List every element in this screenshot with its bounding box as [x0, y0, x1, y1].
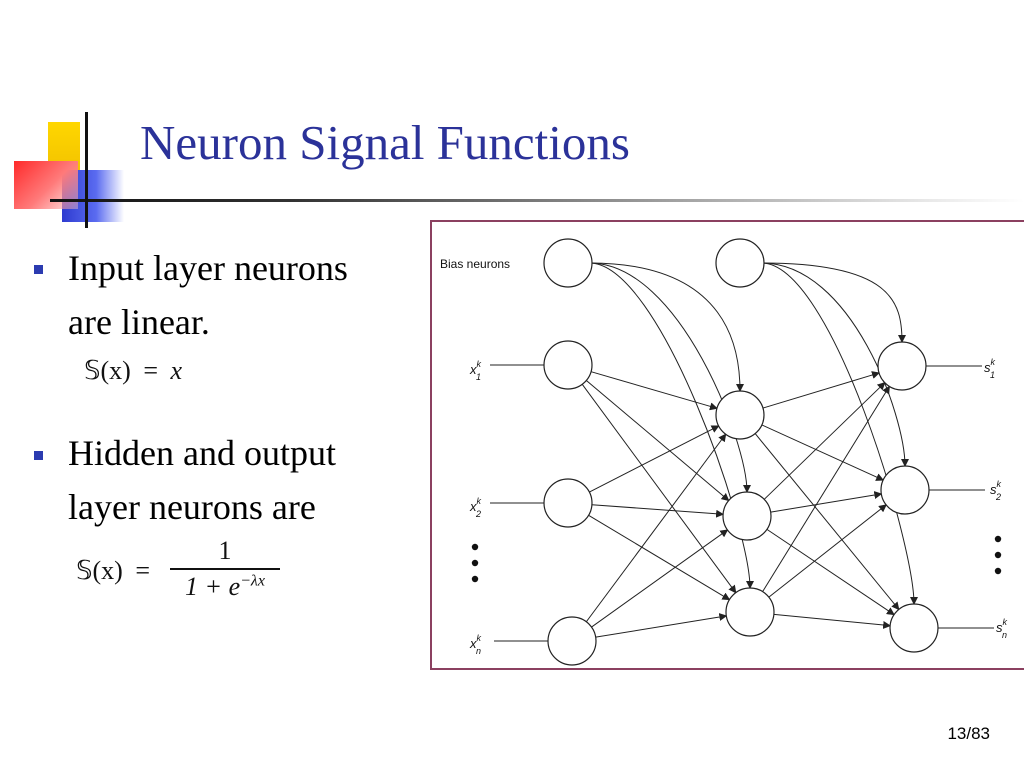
bullet-marker [34, 451, 43, 460]
ellipsis-dot [471, 559, 479, 567]
connection-edge [589, 425, 720, 493]
bias-neurons-label: Bias neurons [440, 257, 510, 271]
input-neuron [543, 478, 593, 528]
formula-sigmoid-lhs-wrap: 𝕊(x) = [76, 556, 150, 586]
formula-linear: 𝕊(x) = x [84, 356, 182, 386]
bullet-1-line-2: are linear. [68, 302, 210, 342]
connection-edge [754, 433, 900, 611]
bias-edge [761, 262, 918, 605]
formula-linear-rhs: x [170, 356, 183, 385]
formula-sigmoid-fraction: 1 1 + e−λx [170, 536, 280, 602]
bias-neuron [715, 238, 765, 288]
fraction-bar [170, 568, 280, 570]
bullet-marker [34, 265, 43, 274]
formula-sigmoid-lhs: 𝕊(x) [76, 556, 123, 585]
connection-edge [762, 371, 880, 409]
decor-vertical-line [85, 112, 88, 228]
output-neuron [880, 465, 930, 515]
connection-edge [581, 384, 737, 594]
formula-sigmoid-denominator: 1 + e−λx [170, 572, 280, 602]
connection-edge [762, 385, 890, 592]
bias-edge [589, 262, 751, 493]
bullet-1-line-1: Input layer neurons [68, 248, 348, 288]
bias-edge [761, 262, 909, 467]
nodes [471, 238, 1002, 666]
connection-edge [591, 529, 729, 628]
formula-linear-eq: = [143, 356, 158, 385]
bullet-2-line-2: layer neurons are [68, 487, 316, 527]
bias-edge [589, 262, 744, 392]
page-number: 13/83 [947, 724, 990, 743]
connection-edge [591, 504, 725, 518]
ellipsis-dot [994, 551, 1002, 559]
output-neuron [877, 341, 927, 391]
connection-edge [588, 514, 731, 601]
output-neuron [889, 603, 939, 653]
connection-edge [590, 371, 718, 411]
input-neuron [547, 616, 597, 666]
formula-sigmoid-eq: = [135, 556, 150, 585]
ellipsis-dot [471, 575, 479, 583]
bias-edge [589, 262, 754, 589]
connection-edge [595, 613, 728, 638]
hidden-neuron [715, 390, 765, 440]
hidden-neuron [722, 491, 772, 541]
connection-edge [763, 381, 886, 500]
connection-edge [586, 380, 730, 502]
formula-sigmoid-numerator: 1 [218, 536, 232, 565]
connection-edge [768, 504, 887, 598]
connection-edge [770, 491, 883, 513]
ellipsis-dot [994, 567, 1002, 575]
connection-edge [585, 433, 727, 623]
ellipsis-dot [471, 543, 479, 551]
slide-title: Neuron Signal Functions [140, 115, 630, 170]
bias-edge [761, 262, 906, 343]
connection-edge [766, 528, 895, 616]
hidden-neuron [725, 587, 775, 637]
bias-neuron [543, 238, 593, 288]
edges [490, 262, 994, 642]
formula-sigmoid-den-exp: −λx [240, 572, 265, 590]
formula-linear-lhs: 𝕊(x) [84, 356, 131, 385]
connection-edge [761, 424, 885, 481]
connection-edge [773, 613, 892, 629]
title-underline [50, 199, 1024, 202]
input-neuron [543, 340, 593, 390]
bullet-2-line-1: Hidden and output [68, 433, 336, 473]
ellipsis-dot [994, 535, 1002, 543]
formula-sigmoid-den-base: 1 + e [185, 572, 241, 601]
